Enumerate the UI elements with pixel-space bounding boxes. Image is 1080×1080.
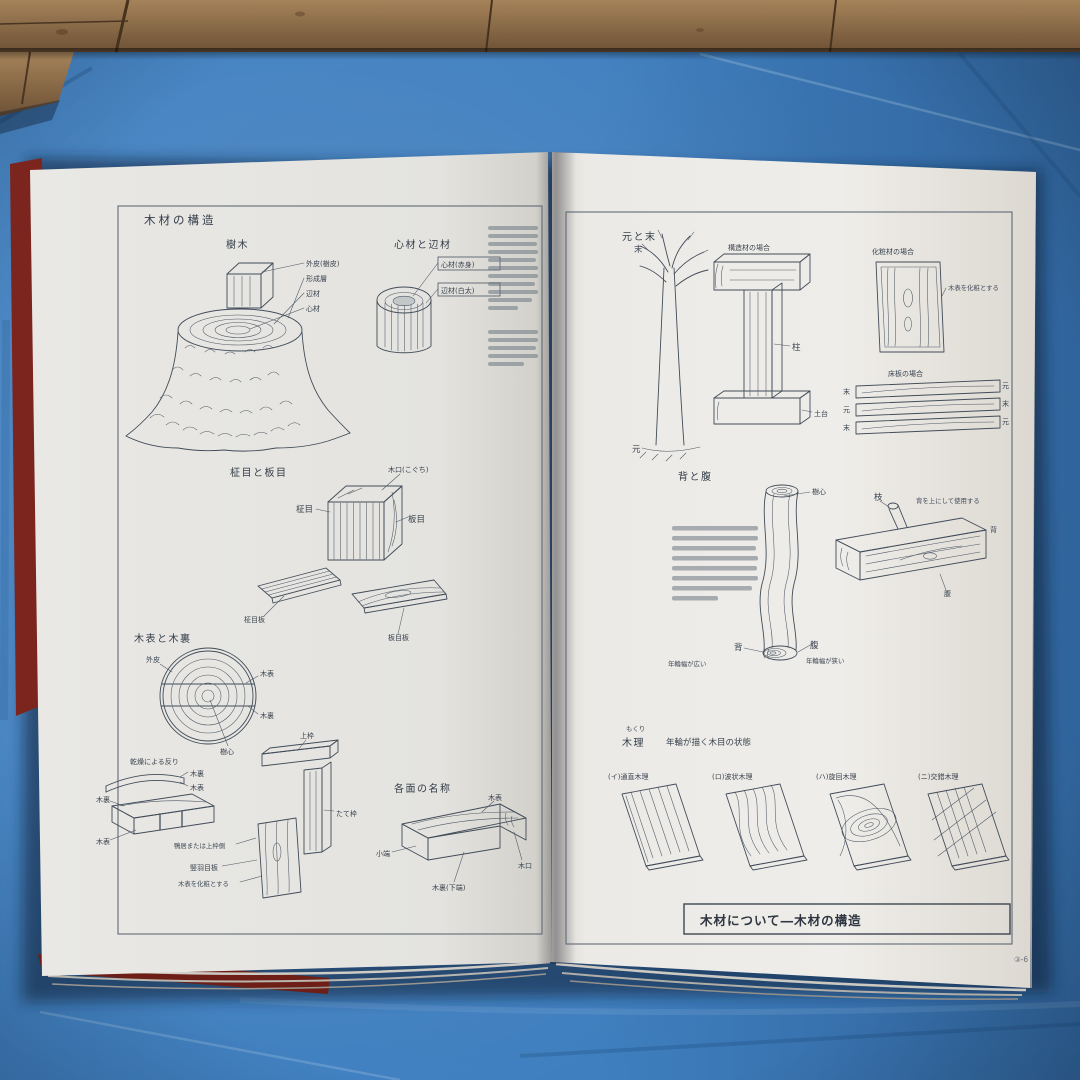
panel-label: 化粧材の場合 xyxy=(872,247,914,256)
mokuri-type-2: (ロ)波状木理 xyxy=(712,772,752,781)
frame-side-label: たて枠 xyxy=(336,809,357,818)
frame-note1: 鴨居または上枠側 xyxy=(174,841,225,850)
beam-back-label: 背 xyxy=(990,525,997,534)
face-names-diagram: 各面の名称 木表 小端 木裏(下端) 木口 xyxy=(376,782,532,892)
mokuri-diagram: もくり 木理 年輪が描く木目の状態 (イ)通直木理 (ロ)波状木理 (ハ)旋回木… xyxy=(608,725,1010,871)
post-label: 柱 xyxy=(792,342,801,353)
face-top-label: 木表 xyxy=(488,793,502,802)
floor-mark-6: 元 xyxy=(1002,418,1009,426)
branch-label: 枝 xyxy=(874,492,883,503)
mokuri-heading: 木理 xyxy=(622,737,645,749)
mokuri-furigana: もくり xyxy=(626,725,645,733)
circle-label-pith: 樹心 xyxy=(220,747,234,756)
stump-label-cambium: 形成層 xyxy=(306,274,327,283)
page-number: ③-6 xyxy=(1014,955,1028,964)
ring-narrow-label: 年輪幅が狭い xyxy=(806,656,844,665)
left-page-content: 木材の構造 樹木 xyxy=(96,205,543,935)
heartwood-heading: 心材と辺材 xyxy=(394,238,452,251)
mokuri-type-1: (イ)通直木理 xyxy=(608,772,648,781)
right-page-content: 元と末 末 元 構造材の場合 xyxy=(565,211,1028,964)
se-hara-diagram: 背と腹 樹心 背 年輪幅が広 xyxy=(668,470,997,668)
heartwood-box-label: 心材(赤身) xyxy=(441,260,475,269)
warp-top-label: 木裏 xyxy=(190,769,204,778)
se-hara-heading: 背と腹 xyxy=(678,470,713,483)
floor-mark-5: 末 xyxy=(843,423,850,432)
frame-note3: 木表を化粧とする xyxy=(178,879,229,888)
grain-board-wavy xyxy=(725,783,808,871)
panel-note: 木表を化粧とする xyxy=(948,283,999,292)
left-page-border xyxy=(117,205,543,935)
circle-label-ura: 木裏 xyxy=(260,711,274,720)
mokuri-type-4: (ニ)交錯木理 xyxy=(918,772,958,781)
face-names-heading: 各面の名称 xyxy=(394,782,452,795)
heartwood-sapwood-diagram: 心材と辺材 心材(赤身) 辺材(白太) xyxy=(376,238,501,354)
circle-label-bark: 外皮 xyxy=(146,655,160,664)
paragraph-text-block-1 xyxy=(488,226,538,310)
face-back-heading: 木表と木裏 xyxy=(134,632,192,645)
grain-board-interlocked xyxy=(927,783,1010,871)
board-top-label: 木裏 xyxy=(96,795,110,804)
sapwood-box-label: 辺材(白太) xyxy=(441,286,475,295)
grain-right-label: 板目 xyxy=(408,514,425,525)
left-page xyxy=(30,152,552,976)
grain-heading: 柾目と板目 xyxy=(230,466,288,479)
plank-gaps xyxy=(0,0,837,105)
board1-label: 柾目板 xyxy=(244,615,265,624)
trunk-top-label: 樹心 xyxy=(812,487,826,496)
footer-title-box: 木材について―木材の構造 xyxy=(683,903,1011,935)
grain-left-label: 柾目 xyxy=(296,504,313,515)
left-page-title: 木材の構造 xyxy=(144,213,217,227)
wood-floor xyxy=(0,0,1080,134)
mokuri-subtitle: 年輪が描く木目の状態 xyxy=(666,737,751,748)
right-page xyxy=(552,152,1036,988)
trunk-belly-label: 腹 xyxy=(810,640,819,651)
trunk-back-label: 背 xyxy=(734,642,743,653)
paragraph-text-block-2 xyxy=(488,330,538,366)
ring-wide-label: 年輪幅が広い xyxy=(668,659,706,668)
board-bottom-label: 木表 xyxy=(96,837,110,846)
stump-label-bark: 外皮(樹皮) xyxy=(306,259,340,268)
stump-leader-lines xyxy=(249,262,305,330)
board2-label: 板目板 xyxy=(388,633,409,642)
stump-label-sapwood: 辺材 xyxy=(306,289,320,298)
grain-board-straight xyxy=(621,783,704,871)
footer-title-text: 木材について―木材の構造 xyxy=(699,913,862,928)
spine-gutter-shadow xyxy=(536,152,576,964)
frame-note2: 竪羽目板 xyxy=(190,863,218,872)
sill-label: 土台 xyxy=(814,409,828,418)
structure-label: 構造材の場合 xyxy=(728,243,770,252)
face-left-label: 小端 xyxy=(376,849,390,858)
moto-sue-heading: 元と末 xyxy=(622,230,657,243)
tree-top-label: 末 xyxy=(634,244,643,255)
frame-top-label: 上枠 xyxy=(300,731,314,740)
beam-belly-label: 腹 xyxy=(944,589,951,598)
floor-mark-4: 末 xyxy=(1002,399,1009,408)
moto-sue-diagram: 元と末 末 元 構造材の場合 xyxy=(622,229,1009,462)
grain-top-label: 木口(こぐち) xyxy=(388,465,429,474)
circle-label-omote: 木表 xyxy=(260,669,274,678)
grain-block-diagram: 柾目と板目 木口(こぐち) 柾目 板目 xyxy=(230,465,448,642)
face-end-label: 木口 xyxy=(518,861,532,870)
open-book xyxy=(10,152,1052,1002)
stump-label-heartwood: 心材 xyxy=(306,304,320,313)
warp-heading: 乾燥による反り xyxy=(130,757,179,766)
beam-note: 背を上にして使用する xyxy=(916,496,980,505)
floor-label: 床板の場合 xyxy=(888,369,923,378)
paragraph-text-block-3 xyxy=(672,526,758,601)
floor-mark-1: 末 xyxy=(843,387,850,396)
tree-bottom-label: 元 xyxy=(632,445,641,455)
right-page-border xyxy=(565,211,1013,945)
tree-heading: 樹木 xyxy=(226,238,249,251)
mokuri-type-3: (ハ)旋回木理 xyxy=(816,772,856,781)
floor-mark-3: 元 xyxy=(843,406,850,414)
tree-stump-diagram: 樹木 xyxy=(125,238,351,452)
floor-mark-2: 元 xyxy=(1002,382,1009,390)
grain-board-spiral xyxy=(829,783,912,871)
face-back-diagram: 木表と木裏 外皮 木表 木裏 樹心 乾燥による反り 木裏 xyxy=(96,632,357,899)
face-bottom-label: 木裏(下端) xyxy=(432,883,466,892)
warp-bottom-label: 木表 xyxy=(190,783,204,792)
